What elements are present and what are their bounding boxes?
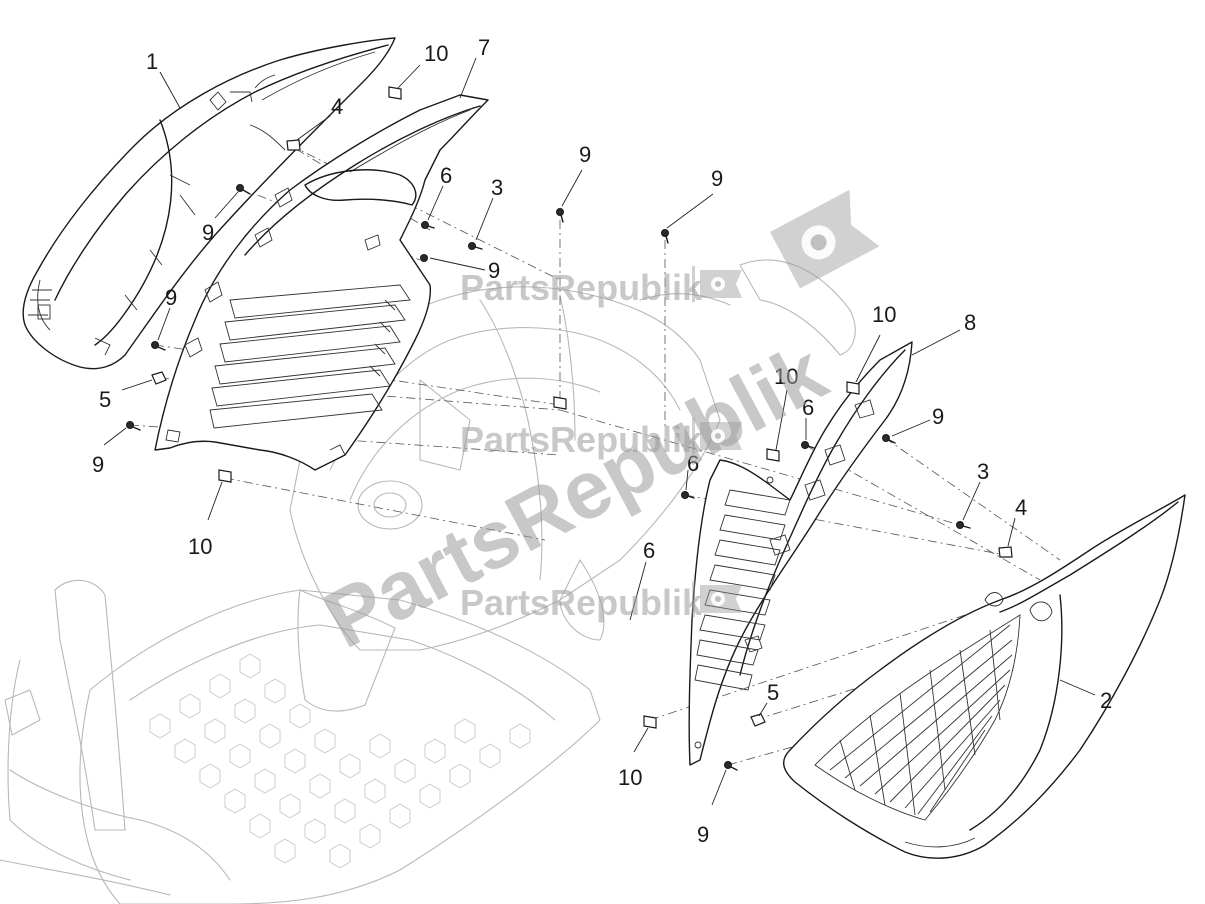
leader-lines: [103, 57, 1096, 806]
mesh-hatch: [829, 624, 1013, 816]
callout-9-left-low: 9: [92, 452, 104, 477]
callout-9-left-mid: 9: [165, 285, 177, 310]
callout-10-right-mid: 10: [774, 364, 798, 389]
callout-3-left: 3: [491, 175, 503, 200]
watermark-text-top: PartsRepublik: [460, 267, 703, 308]
callout-10-right-upper: 10: [872, 302, 896, 327]
gear-icon: [700, 270, 742, 298]
screw-left-mid: [151, 341, 166, 351]
callout-9-center-right: 9: [711, 166, 723, 191]
left-inner-grille: [154, 94, 489, 471]
callout-4-left: 4: [331, 94, 343, 119]
clip-bottom: [643, 715, 657, 729]
bolt-right: [956, 521, 971, 529]
clip-left-bottom: [218, 469, 232, 483]
callout-3-right: 3: [977, 459, 989, 484]
screw-center-mid: [420, 254, 428, 262]
right-inner-grille: [688, 341, 913, 766]
clip-right-mid: [766, 448, 780, 462]
screw-center-right: [661, 229, 669, 244]
screw-left-low: [126, 421, 141, 431]
callout-10-left-bottom: 10: [188, 534, 212, 559]
callout-8: 8: [964, 310, 976, 335]
left-side-panel: [22, 37, 396, 370]
callout-4-right: 4: [1015, 495, 1027, 520]
gear-icon: [700, 422, 742, 450]
callout-6-lower: 6: [643, 538, 655, 563]
callout-6-upper: 6: [440, 163, 452, 188]
nut-4-right: [998, 546, 1013, 558]
screw-center-left: [556, 208, 564, 223]
callout-10-top: 10: [424, 41, 448, 66]
watermark-text-bottom: PartsRepublik: [460, 582, 703, 623]
screw-right-grille: [882, 434, 896, 444]
callout-9-center-left: 9: [579, 142, 591, 167]
callout-labels: 1 2 3 3 4 4 5 5 6 6 6 6 7 8 9 9 9 9 9 9 …: [92, 35, 1112, 847]
callout-7: 7: [478, 35, 490, 60]
right-side-panel: [783, 494, 1186, 859]
callout-9-bottom: 9: [697, 822, 709, 847]
clip-center: [553, 396, 567, 410]
watermark-text-middle: PartsRepublik: [460, 419, 703, 460]
clip-right-upper: [846, 381, 860, 395]
floor-hex-pattern: [149, 653, 531, 869]
callout-9-center-mid: 9: [488, 258, 500, 283]
callout-2: 2: [1100, 688, 1112, 713]
callout-5-right: 5: [767, 680, 779, 705]
bolt-6-upper: [421, 221, 435, 229]
screw-left-upper: [236, 184, 251, 195]
scooter-frame-ghost: [0, 259, 856, 904]
callout-10-bottom: 10: [618, 765, 642, 790]
bolt-6-mid: [681, 491, 695, 499]
nut-4-left: [286, 139, 301, 151]
callout-6-mid: 6: [687, 451, 699, 476]
nut-5-right: [750, 713, 766, 727]
bolt-6-right: [801, 441, 815, 449]
clip-top: [388, 86, 402, 100]
screw-right-bottom: [724, 761, 738, 771]
callout-9-left-upper: 9: [202, 220, 214, 245]
gear-icon: [770, 189, 880, 289]
gear-icon: [700, 585, 742, 613]
callout-5-left: 5: [99, 387, 111, 412]
callout-9-right: 9: [932, 404, 944, 429]
nut-5-left: [151, 371, 167, 385]
callout-6-right: 6: [802, 395, 814, 420]
fasteners: [126, 86, 1013, 771]
callout-1: 1: [146, 49, 158, 74]
bolt-left: [468, 242, 483, 250]
